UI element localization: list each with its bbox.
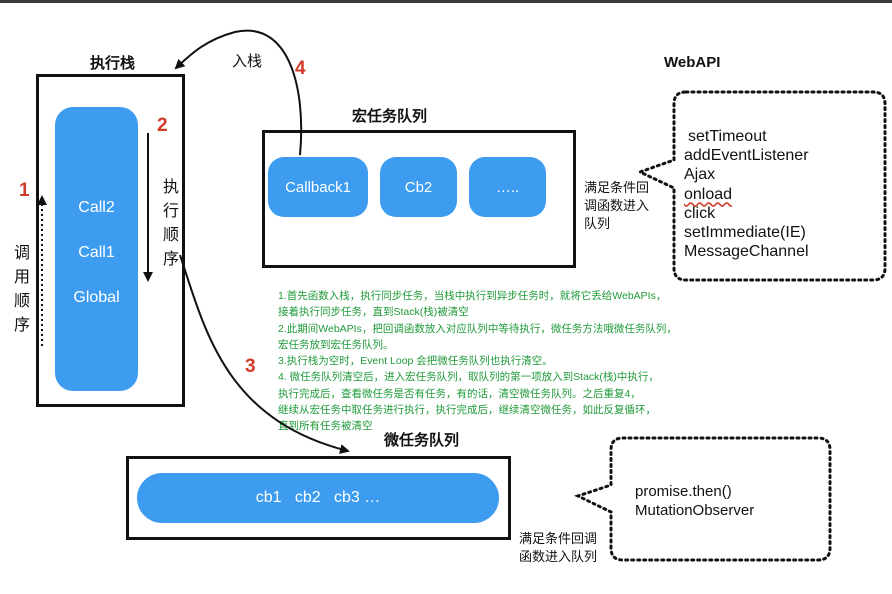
webapi-title: WebAPI bbox=[664, 54, 721, 71]
note-line-3: 2.此期间WebAPIs，把回调函数放入对应队列中等待执行，微任务方法哦微任务队… bbox=[278, 322, 677, 335]
webapi-enqueue-line-2: 调函数进入 bbox=[584, 198, 650, 213]
frame-call1: Call1 bbox=[78, 244, 115, 261]
note-line-5: 3.执行栈为空时，Event Loop 会把微任务队列也执行清空。 bbox=[278, 355, 553, 368]
step-3-label: 3 bbox=[245, 356, 256, 377]
micro-enqueue-note: 满足条件回调 函数进入队列 bbox=[519, 530, 597, 566]
frame-call2: Call2 bbox=[78, 199, 115, 216]
explanation-notes: 1.首先函数入栈，执行同步任务，当栈中执行到异步任务时，就将它丢给WebAPIs… bbox=[278, 288, 677, 435]
webapi-ajax: Ajax bbox=[684, 166, 716, 184]
webapi-enqueue-note: 满足条件回 调函数进入 队列 bbox=[584, 179, 649, 233]
webapi-list: setTimeout addEventListener Ajax onload … bbox=[684, 127, 809, 261]
webapi-settimeout: setTimeout bbox=[688, 128, 767, 145]
micro-enqueue-line-1: 满足条件回调 bbox=[519, 531, 598, 546]
webapi-addeventlistener: addEventListener bbox=[684, 147, 809, 165]
note-line-1: 1.首先函数入栈，执行同步任务，当栈中执行到异步任务时，就将它丢给WebAPIs… bbox=[278, 290, 667, 302]
micro-source-promise-then: promise.then() bbox=[635, 483, 732, 500]
note-line-2: 接着执行同步任务，直到Stack(栈)被清空 bbox=[278, 306, 469, 319]
macro-item-more: ….. bbox=[469, 157, 546, 217]
step-1-label: 1 bbox=[19, 180, 30, 201]
webapi-messagechannel: MessageChannel bbox=[684, 243, 809, 261]
step-2-label: 2 bbox=[157, 115, 168, 136]
note-line-8: 继续从宏任务中取任务进行执行，执行完成后，继续清空微任务，如此反复循环， bbox=[278, 404, 656, 417]
micro-enqueue-line-2: 函数进入队列 bbox=[519, 549, 598, 564]
macro-item-cb2: Cb2 bbox=[380, 157, 457, 217]
call-stack-frames bbox=[55, 107, 138, 391]
micro-source-mutationobserver: MutationObserver bbox=[635, 502, 755, 519]
push-label: 入栈 bbox=[232, 53, 263, 70]
note-line-9: 直到所有任务被清空 bbox=[278, 420, 373, 433]
micro-queue-title: 微任务队列 bbox=[384, 432, 460, 449]
webapi-enqueue-line-3: 队列 bbox=[584, 216, 611, 231]
note-line-7: 执行完成后，查看微任务是否有任务，有的话，清空微任务队列。之后重复4， bbox=[278, 387, 641, 400]
webapi-click: click bbox=[684, 204, 716, 222]
call-order-label: 调用顺序 bbox=[13, 245, 30, 334]
note-line-4: 宏任务放到宏任务队列。 bbox=[278, 338, 394, 351]
webapi-enqueue-line-1: 满足条件回 bbox=[584, 180, 650, 195]
frame-global: Global bbox=[73, 289, 120, 306]
step-4-label: 4 bbox=[295, 58, 306, 79]
exec-order-label: 执行顺序 bbox=[162, 179, 179, 268]
top-border bbox=[0, 0, 892, 3]
webapi-setimmediate: setImmediate(IE) bbox=[684, 224, 806, 242]
webapi-onload: onload bbox=[684, 185, 733, 203]
call-stack-title: 执行栈 bbox=[90, 55, 136, 72]
note-line-6: 4. 微任务队列清空后，进入宏任务队列，取队列的第一项放入到Stack(栈)中执… bbox=[278, 371, 659, 384]
micro-source-list: promise.then() MutationObserver bbox=[635, 482, 754, 520]
micro-queue-items: cb1 cb2 cb3 … bbox=[137, 473, 499, 523]
macro-queue-title: 宏任务队列 bbox=[352, 108, 428, 125]
macro-item-callback1: Callback1 bbox=[268, 157, 368, 217]
